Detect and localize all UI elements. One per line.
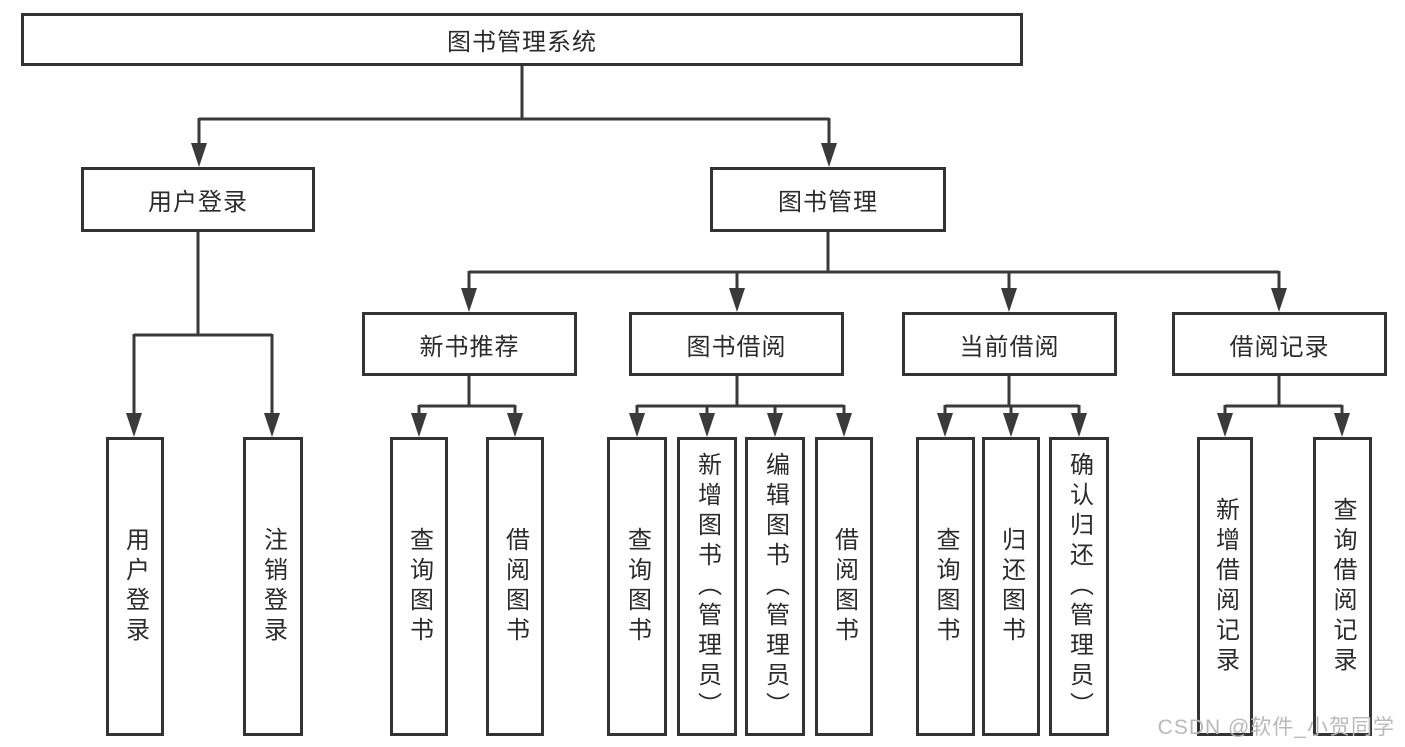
node-user-login-module: 用户登录 <box>81 167 315 232</box>
arrow-down-icon <box>937 413 953 437</box>
node-new-book-recommend: 新书推荐 <box>362 312 577 376</box>
node-root-system: 图书管理系统 <box>21 13 1023 66</box>
arrow-down-icon <box>411 413 427 437</box>
arrow-down-icon <box>1071 413 1087 437</box>
node-confirm-return-admin: 确认归还（管理员） <box>1049 437 1109 736</box>
arrow-down-icon <box>507 413 523 437</box>
node-label: 确认归还（管理员） <box>1065 451 1093 722</box>
node-label: 新书推荐 <box>419 333 520 361</box>
node-query-books-current: 查询图书 <box>916 437 975 736</box>
node-borrow-books-recommend: 借阅图书 <box>486 437 544 736</box>
node-return-books: 归还图书 <box>982 437 1040 736</box>
node-root-label: 图书管理系统 <box>447 29 597 56</box>
arrow-down-icon <box>126 413 142 437</box>
arrow-down-icon <box>1003 413 1019 437</box>
node-add-borrow-record: 新增借阅记录 <box>1197 437 1253 736</box>
node-label: 当前借阅 <box>959 333 1060 361</box>
node-label: 用户登录 <box>121 526 149 647</box>
node-edit-books-admin: 编辑图书（管理员） <box>745 437 805 736</box>
node-borrowing-records: 借阅记录 <box>1172 312 1387 376</box>
arrow-down-icon <box>1334 413 1350 437</box>
node-label: 借阅记录 <box>1229 333 1330 361</box>
node-borrow-books-action: 借阅图书 <box>815 437 873 736</box>
node-query-borrow-record: 查询借阅记录 <box>1313 437 1372 736</box>
node-current-borrowing: 当前借阅 <box>902 312 1117 376</box>
node-label: 编辑图书（管理员） <box>761 451 789 722</box>
arrow-down-icon <box>629 413 645 437</box>
arrow-down-icon <box>1001 288 1017 312</box>
arrow-down-icon <box>264 413 280 437</box>
node-query-books-recommend: 查询图书 <box>390 437 448 736</box>
node-label: 图书管理 <box>778 189 878 216</box>
node-label: 图书借阅 <box>686 333 787 361</box>
arrow-down-icon <box>461 288 477 312</box>
node-label: 用户登录 <box>148 189 248 216</box>
node-label: 注销登录 <box>259 526 287 647</box>
node-logout-action: 注销登录 <box>243 437 303 736</box>
tree-edges <box>132 66 1344 416</box>
arrow-down-icon <box>836 413 852 437</box>
arrow-down-icon <box>1271 288 1287 312</box>
node-label: 借阅图书 <box>501 526 529 647</box>
csdn-watermark: CSDN @软件_小贺同学 <box>1157 716 1395 739</box>
arrow-down-icon <box>767 413 783 437</box>
arrow-down-icon <box>821 143 837 167</box>
node-book-management-module: 图书管理 <box>710 167 946 232</box>
arrow-down-icon <box>699 413 715 437</box>
node-label: 借阅图书 <box>830 526 858 647</box>
node-label: 新增借阅记录 <box>1211 496 1239 677</box>
node-label: 新增图书（管理员） <box>693 451 721 722</box>
arrowhead-icons <box>126 143 1350 437</box>
node-label: 查询借阅记录 <box>1329 496 1356 677</box>
node-label: 归还图书 <box>997 526 1025 647</box>
node-add-books-admin: 新增图书（管理员） <box>677 437 737 736</box>
node-label: 查询图书 <box>623 526 651 647</box>
arrow-down-icon <box>1217 413 1233 437</box>
node-book-borrowing: 图书借阅 <box>629 312 844 376</box>
arrow-down-icon <box>729 288 745 312</box>
node-user-login-action: 用户登录 <box>106 437 164 736</box>
node-label: 查询图书 <box>932 526 959 647</box>
node-label: 查询图书 <box>405 526 433 647</box>
node-query-books-borrowing: 查询图书 <box>607 437 667 736</box>
arrow-down-icon <box>191 143 207 167</box>
